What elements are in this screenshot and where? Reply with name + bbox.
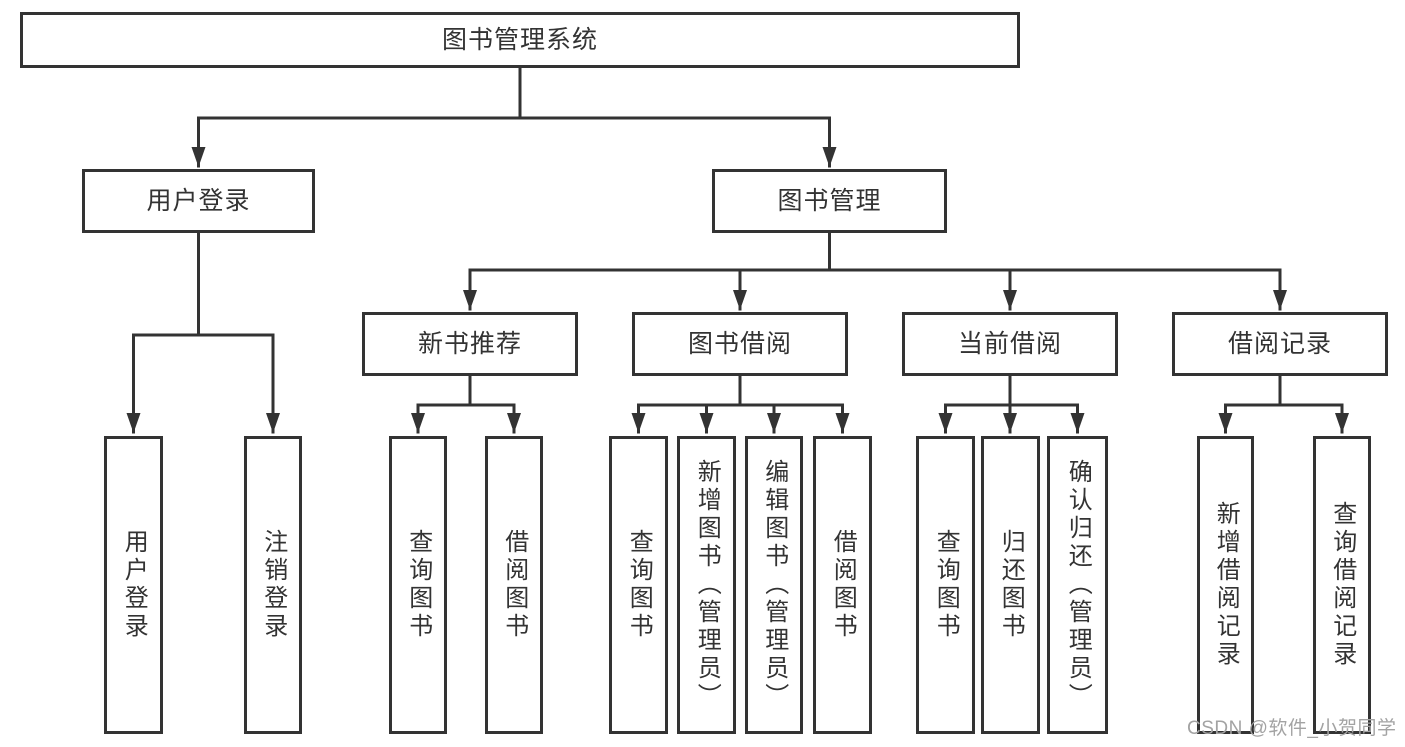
leaf-logout: 注销登录 bbox=[244, 436, 302, 734]
node-current-borrowing: 当前借阅 bbox=[902, 312, 1118, 376]
leaf-rec-query-books: 查询图书 bbox=[389, 436, 447, 734]
leaf-user-login: 用户登录 bbox=[104, 436, 163, 734]
tree-connectors bbox=[126, 66, 1349, 434]
node-borrowing-records: 借阅记录 bbox=[1172, 312, 1388, 376]
node-user-login: 用户登录 bbox=[82, 169, 315, 233]
node-book-borrowing: 图书借阅 bbox=[632, 312, 848, 376]
node-new-book-recommendation: 新书推荐 bbox=[362, 312, 578, 376]
leaf-cb-query-books: 查询图书 bbox=[916, 436, 975, 734]
leaf-rec-borrow-books: 借阅图书 bbox=[485, 436, 543, 734]
node-library-management-system: 图书管理系统 bbox=[20, 12, 1020, 68]
leaf-bb-edit-books-admin: 编辑图书（管理员） bbox=[745, 436, 803, 734]
node-book-management: 图书管理 bbox=[712, 169, 947, 233]
leaf-br-add-borrow-record: 新增借阅记录 bbox=[1197, 436, 1254, 734]
csdn-watermark: CSDN @软件_小贺同学 bbox=[1187, 718, 1397, 739]
leaf-bb-query-books: 查询图书 bbox=[609, 436, 668, 734]
leaf-cb-confirm-return-admin: 确认归还（管理员） bbox=[1047, 436, 1108, 734]
leaf-bb-borrow-books: 借阅图书 bbox=[813, 436, 872, 734]
leaf-cb-return-books: 归还图书 bbox=[981, 436, 1040, 734]
leaf-br-query-borrow-record: 查询借阅记录 bbox=[1313, 436, 1371, 734]
leaf-bb-add-books-admin: 新增图书（管理员） bbox=[677, 436, 736, 734]
